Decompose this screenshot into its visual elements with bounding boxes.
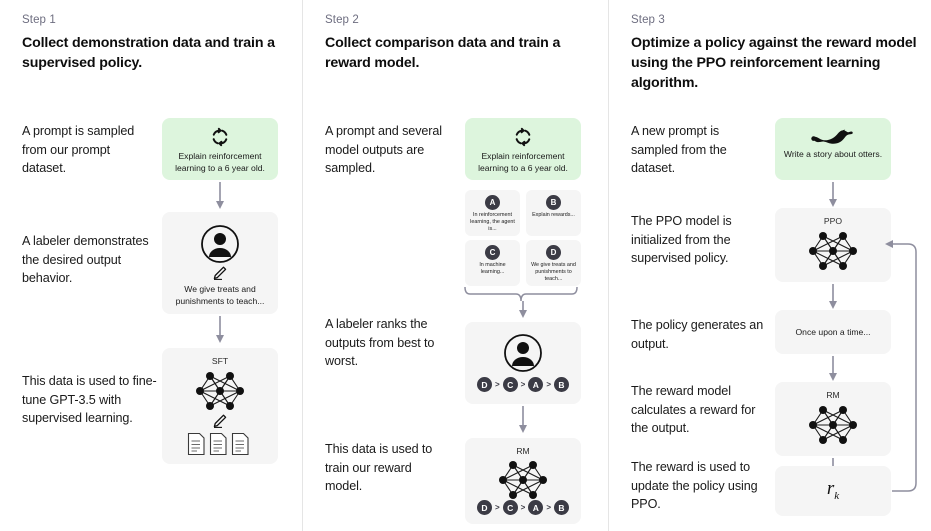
column-divider-2	[608, 0, 609, 531]
rank-badge-4: B	[554, 377, 569, 392]
labeler-rank-box[interactable]: D > C > A > B	[465, 322, 581, 404]
prompt-box-step2-text: Explain reinforcement learning to a 6 ye…	[478, 151, 568, 173]
rank-badge-4: B	[554, 500, 569, 515]
output-card-d[interactable]: D We give treats and punishments to teac…	[526, 240, 581, 286]
rank-badge-3: A	[528, 500, 544, 515]
rank-separator: >	[546, 503, 551, 512]
step-title-2: Collect comparison data and train a rewa…	[325, 35, 561, 72]
pencil-icon	[162, 413, 278, 429]
reward-formula: rk	[775, 478, 891, 502]
arrow-down-3-1	[827, 182, 839, 208]
rank-badge-1: D	[476, 500, 492, 515]
output-card-b[interactable]: B Explain rewards...	[526, 190, 581, 236]
caption-1-3: This data is used to fine-tune GPT-3.5 w…	[22, 374, 157, 426]
neural-network-icon	[465, 457, 581, 503]
output-badge-b: B	[546, 195, 561, 210]
pencil-icon	[162, 265, 278, 281]
refresh-cycle-icon	[465, 127, 581, 147]
rank-separator: >	[494, 503, 500, 512]
sft-box[interactable]: SFT	[162, 348, 278, 464]
rm-box-step2-title: RM	[516, 446, 530, 456]
prompt-box-step1-text: Explain reinforcement learning to a 6 ye…	[175, 151, 265, 173]
otter-icon	[775, 126, 891, 146]
column-step-3: Step 3 Optimize a policy against the rew…	[609, 0, 931, 531]
rank-badge-1: D	[476, 377, 492, 392]
labeler-box-step1-text: We give treats and punishments to teach.…	[175, 284, 265, 306]
prompt-box-step1[interactable]: Explain reinforcement learning to a 6 ye…	[162, 118, 278, 180]
rank-badge-2: C	[502, 377, 518, 392]
ranking-row-labeler: D > C > A > B	[465, 377, 581, 392]
refresh-cycle-icon	[162, 127, 278, 147]
caption-3-3: The policy generates an output.	[631, 318, 764, 351]
arrow-down-1-1	[214, 182, 226, 210]
caption-3-2: The PPO model is initialized from the su…	[631, 214, 732, 266]
output-badge-a: A	[485, 195, 500, 210]
output-badge-d: D	[546, 245, 561, 260]
caption-2-3: This data is used to train our reward mo…	[325, 442, 433, 494]
caption-2-1: A prompt and several model outputs are s…	[325, 124, 443, 176]
caption-3-5: The reward is used to update the policy …	[631, 460, 758, 512]
arrow-down-3-3	[827, 356, 839, 382]
caption-3-1: A new prompt is sampled from the dataset…	[631, 124, 727, 176]
caption-3-4: The reward model calculates a reward for…	[631, 384, 756, 436]
output-card-c-text: In machine learning...	[479, 262, 506, 276]
column-step-1: Step 1 Collect demonstration data and tr…	[0, 0, 302, 531]
rank-separator: >	[520, 380, 526, 389]
labeler-person-icon	[162, 224, 278, 264]
policy-output-text: Once upon a time...	[795, 327, 871, 337]
reward-formula-sub: k	[834, 489, 840, 502]
ppo-box[interactable]: PPO	[775, 208, 891, 282]
caption-1-1: A prompt is sampled from our prompt data…	[22, 124, 135, 176]
output-card-d-text: We give treats and punishments to teach.…	[531, 262, 576, 283]
rm-box-step3[interactable]: RM	[775, 382, 891, 456]
labeler-box-step1[interactable]: We give treats and punishments to teach.…	[162, 212, 278, 314]
arrow-down-1-2	[214, 316, 226, 344]
output-card-c[interactable]: C In machine learning...	[465, 240, 520, 286]
step-label-2: Step 2	[325, 14, 359, 26]
rank-badge-2: C	[502, 500, 518, 515]
prompt-box-step3-text: Write a story about otters.	[783, 149, 883, 159]
ranking-row-rm: D > C > A > B	[465, 500, 581, 515]
ppo-feedback-loop-arrow	[880, 232, 928, 500]
rank-badge-3: A	[528, 377, 544, 392]
merge-brace-arrow	[463, 286, 583, 320]
rank-separator: >	[546, 380, 551, 389]
step-label-1: Step 1	[22, 14, 56, 26]
caption-1-2: A labeler demonstrates the desired outpu…	[22, 234, 149, 286]
neural-network-icon	[775, 402, 891, 448]
arrow-down-3-2	[827, 284, 839, 310]
rm-box-step3-title: RM	[826, 390, 840, 400]
neural-network-icon	[162, 368, 278, 414]
output-card-a[interactable]: A In reinforcement learning, the agent i…	[465, 190, 520, 236]
output-card-a-text: In reinforcement learning, the agent is.…	[470, 212, 515, 233]
step-title-1: Collect demonstration data and train a s…	[22, 35, 275, 72]
step-label-3: Step 3	[631, 14, 665, 26]
sft-box-title: SFT	[211, 356, 229, 366]
rank-separator: >	[494, 380, 500, 389]
column-divider-1	[302, 0, 303, 531]
step-title-3: Optimize a policy against the reward mod…	[631, 35, 917, 92]
reward-value-box[interactable]: rk	[775, 466, 891, 516]
labeler-person-icon	[465, 333, 581, 373]
prompt-box-step3[interactable]: Write a story about otters.	[775, 118, 891, 180]
column-step-2: Step 2 Collect comparison data and train…	[303, 0, 608, 531]
ppo-box-title: PPO	[823, 216, 843, 226]
rm-box-step2[interactable]: RM	[465, 438, 581, 524]
output-badge-c: C	[485, 245, 500, 260]
documents-icon	[162, 432, 278, 456]
policy-output-box[interactable]: Once upon a time...	[775, 310, 891, 354]
arrow-down-2-1	[517, 406, 529, 434]
rank-separator: >	[520, 503, 526, 512]
caption-2-2: A labeler ranks the outputs from best to…	[325, 317, 435, 369]
output-card-b-text: Explain rewards...	[532, 212, 575, 218]
reward-formula-base: r	[826, 478, 835, 499]
prompt-box-step2[interactable]: Explain reinforcement learning to a 6 ye…	[465, 118, 581, 180]
neural-network-icon	[775, 228, 891, 274]
